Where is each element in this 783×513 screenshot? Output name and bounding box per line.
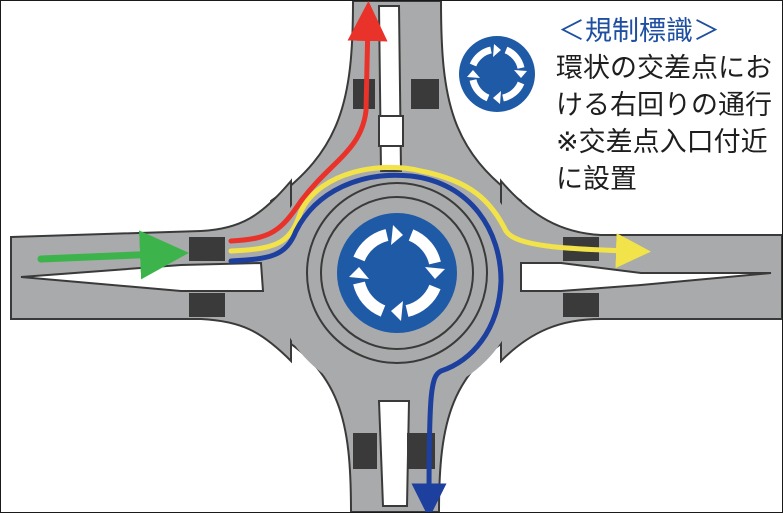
path-yellow	[228, 164, 651, 269]
splitter-islands	[20, 5, 772, 507]
path-green	[37, 230, 189, 280]
roundabout-sign-icon	[337, 213, 457, 333]
caption-line: ※交差点入口付近	[556, 127, 768, 158]
splitter-island-north-lower	[378, 115, 404, 147]
travel-paths	[37, 1, 651, 512]
path-blue	[228, 172, 504, 512]
crosswalks	[189, 79, 599, 469]
caption-line: ける右回りの通行	[556, 90, 772, 121]
path-red	[228, 1, 388, 244]
caption-line: 環状の交差点にお	[556, 53, 772, 84]
caption-title: ＜規制標識＞	[558, 16, 720, 47]
splitter-island-south	[377, 400, 411, 507]
caption-line: に設置	[556, 164, 637, 195]
splitter-island-east	[520, 262, 772, 292]
crosswalk-west	[189, 237, 225, 317]
roundabout-sign-icon	[459, 36, 535, 112]
